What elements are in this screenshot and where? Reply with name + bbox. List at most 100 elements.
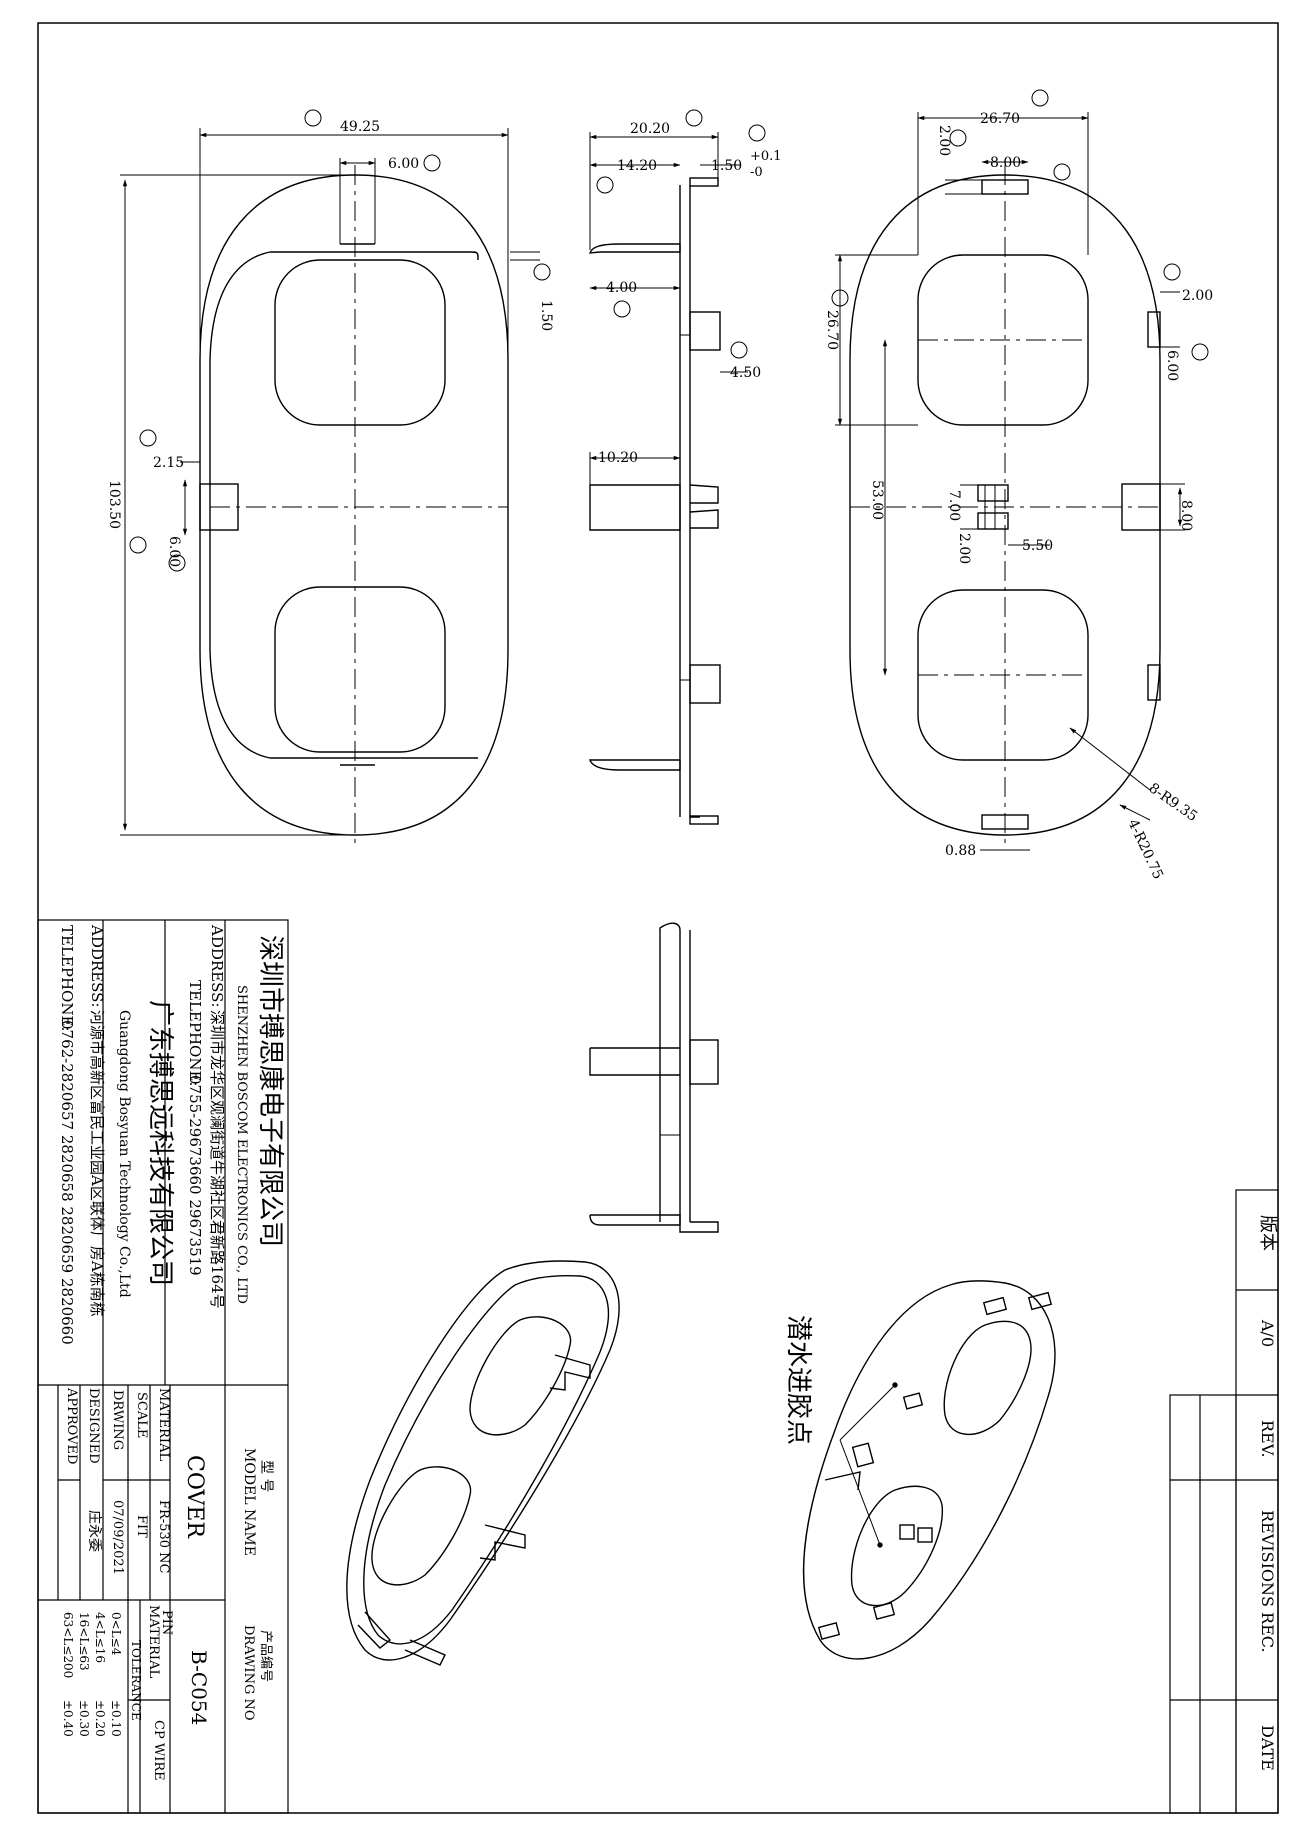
side-dimensions — [589, 132, 748, 485]
address2-label: ADDRESS: — [88, 924, 106, 1007]
iso-left-opening-bottom — [371, 1466, 472, 1586]
dim-back-notch-width: 8.00 — [990, 155, 1021, 171]
front-inner-rim-left — [209, 251, 271, 361]
iso-right-outline — [802, 1280, 1056, 1660]
front-outer-outline — [199, 174, 509, 836]
company2-name-cn: 广东搏思远科技有限公司 — [145, 1000, 175, 1286]
dim-back-small-radius: 8-R9.35 — [1146, 780, 1201, 825]
tolerance-value-4: ±0.40 — [61, 1700, 75, 1737]
model-name-label: MODEL NAME — [241, 1448, 257, 1556]
side-upper-boss — [689, 311, 721, 351]
back-right-tab-top — [1147, 311, 1161, 348]
telephone-label: TELEPHONE: — [186, 980, 204, 1086]
pin-material-label: MATERIAL — [146, 1605, 161, 1678]
telephone2-label: TELEPHONE: — [58, 925, 76, 1031]
dim-back-notch-depth: 2.00 — [936, 125, 952, 156]
front-dimensions — [120, 128, 540, 836]
telephone2-value: 0762-2820657 2820658 2820659 2820660 — [58, 1020, 76, 1345]
iso-right-tab-1 — [982, 1296, 1008, 1316]
dim-front-slot: 6.00 — [388, 156, 419, 172]
revisions-rec-label: REVISIONS REC. — [1258, 1510, 1277, 1653]
back-view — [849, 165, 1161, 845]
dim-side-wall: 4.00 — [606, 280, 637, 296]
dim-front-tab-height: 6.00 — [166, 536, 182, 567]
iso-right-tab-4 — [872, 1602, 896, 1620]
dim-back-rib-w: 5.50 — [1022, 538, 1053, 554]
designed-label: DESIGNED — [86, 1388, 101, 1464]
iso-right-tab-3 — [851, 1442, 875, 1468]
tolerance-label: TOLERANCE — [129, 1640, 143, 1721]
drawing-no-cn: 产品编号 — [258, 1630, 273, 1682]
title-block-text: 深圳市搏思康电子有限公司 SHENZHEN BOSCOM ELECTRONICS… — [58, 924, 285, 1781]
dim-back-rib-h: 7.00 — [946, 490, 962, 521]
dim-back-top-width: 26.70 — [980, 111, 1020, 127]
back-outer-outline — [849, 174, 1161, 836]
back-markers — [831, 89, 1209, 361]
iso-view-left — [346, 1260, 620, 1666]
side-bottom-pin — [689, 815, 719, 825]
drawing-no-label: DRAWING NO — [241, 1625, 256, 1721]
scale-value: FIT — [134, 1515, 149, 1538]
designer-name: 庄永委 — [86, 1510, 103, 1552]
side-top-pin — [689, 177, 719, 187]
front-view — [199, 165, 509, 845]
back-rib-2 — [977, 512, 1009, 530]
dim-side-post: 10.20 — [598, 450, 638, 466]
side-view — [588, 177, 721, 825]
model-name-cn: 型 号 — [258, 1460, 274, 1492]
sheet-border — [37, 22, 1279, 1814]
material-value: FR-530 NC — [156, 1500, 171, 1574]
dim-side-pin: 1.50 — [711, 158, 742, 174]
front-opening-top — [274, 259, 446, 426]
company2-name-en: Guangdong Bosyuan Technology Co.,Ltd — [116, 1010, 132, 1298]
pin-label: PIN — [159, 1610, 174, 1635]
iso-left-tab-mid — [479, 1524, 526, 1561]
dim-front-height: 103.50 — [106, 480, 122, 529]
company-name-cn: 深圳市搏思康电子有限公司 — [255, 935, 285, 1247]
address-value: 深圳市龙华区观澜街道牛湖社区君新路164号 — [208, 1010, 226, 1309]
side-rib-upper — [689, 484, 719, 504]
side-back-plate-outer — [689, 185, 700, 818]
tolerance-value-3: ±0.30 — [77, 1700, 91, 1737]
section-view — [589, 922, 719, 1233]
iso-left-tab-top — [549, 1354, 591, 1391]
side-lower-boss — [689, 664, 721, 704]
tolerance-range-1: 0<L≤4 — [109, 1612, 123, 1656]
tolerance-range-3: 16<L≤63 — [77, 1612, 91, 1671]
address-label: ADDRESS: — [208, 924, 226, 1007]
tolerance-range-2: 4<L≤16 — [93, 1612, 107, 1663]
version-cn: 版本 — [1257, 1215, 1278, 1251]
dim-side-tol-plus: +0.1 — [750, 149, 782, 164]
revision-block — [1169, 1189, 1279, 1814]
dim-side-flange: 14.20 — [617, 158, 657, 174]
model-name-value: COVER — [182, 1455, 207, 1539]
tolerance-range-4: 63<L≤200 — [61, 1612, 75, 1678]
iso-right-opening-bottom — [850, 1485, 944, 1607]
dim-back-opening-height: 26.70 — [824, 310, 840, 350]
drwing-label: DRWING — [110, 1390, 125, 1450]
iso-view-right — [802, 1280, 1056, 1660]
rev-label: REV. — [1258, 1420, 1277, 1458]
iso-right-slot — [902, 1392, 924, 1410]
back-dimensions — [835, 112, 1185, 851]
drawing-no-value: B-C054 — [187, 1650, 211, 1725]
front-markers — [129, 109, 551, 572]
tolerance-value-1: ±0.10 — [109, 1700, 123, 1737]
title-block — [37, 919, 289, 1814]
dim-front-width: 49.25 — [340, 119, 380, 135]
iso-left-inner — [363, 1274, 609, 1645]
drwing-date: 07/09/2021 — [110, 1500, 125, 1575]
address2-value: 河源市高新区富民工业园A区联体厂房A栋南栋 — [88, 1010, 106, 1317]
side-bottom-flange — [589, 759, 681, 771]
iso-right-tab-5 — [817, 1622, 841, 1640]
company-name-en: SHENZHEN BOSCOM ELECTRONICS CO., LTD — [234, 985, 249, 1304]
side-rib-lower — [689, 509, 719, 529]
dim-front-rim: 1.50 — [538, 300, 554, 331]
iso-right-rib-2 — [917, 1527, 933, 1543]
dim-side-boss: 4.50 — [730, 365, 761, 381]
dim-back-slot-gap: 0.88 — [945, 843, 976, 859]
tolerance-value-2: ±0.20 — [93, 1700, 107, 1737]
iso-right-opening-top — [943, 1320, 1032, 1436]
telephone-value: 0755-29673660 29673519 — [186, 1075, 204, 1276]
material-label: MATERIAL — [156, 1388, 171, 1461]
